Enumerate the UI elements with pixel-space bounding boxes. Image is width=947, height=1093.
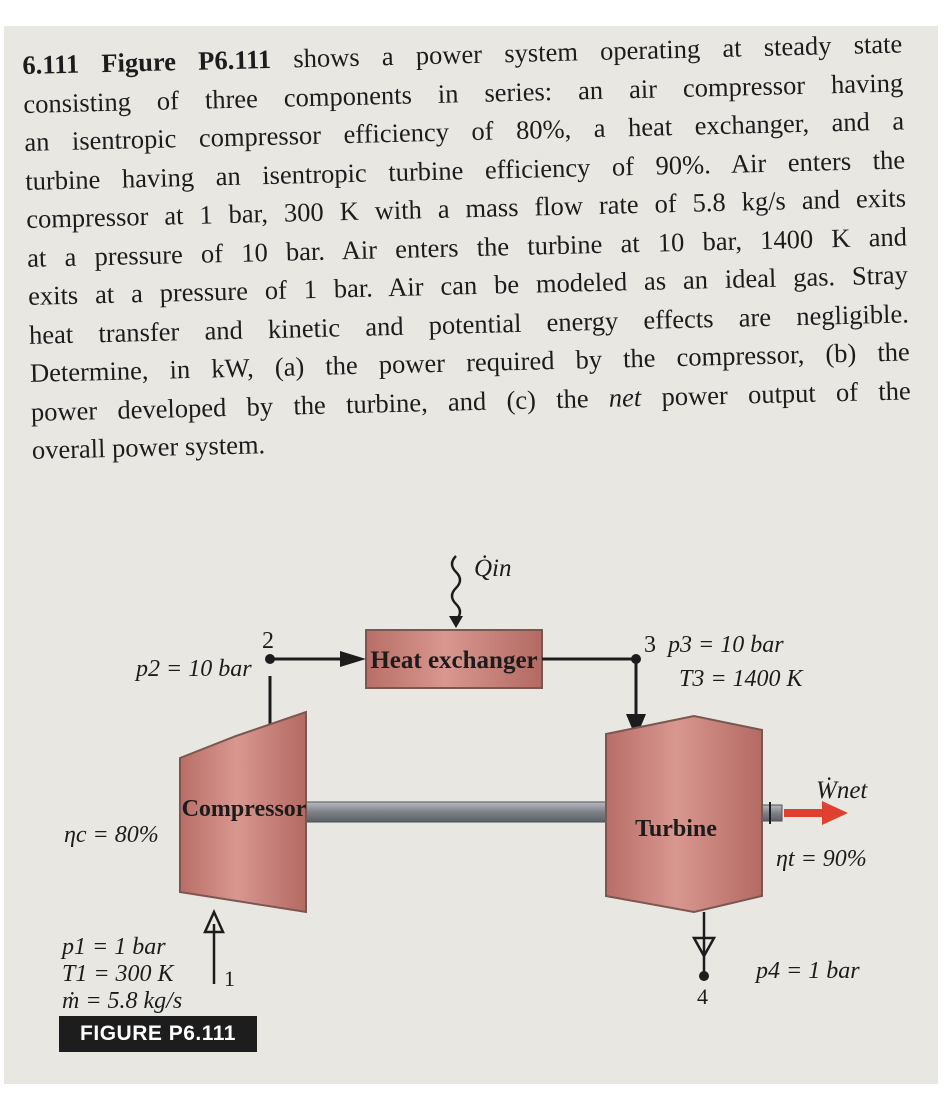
state-3-dot [631, 654, 641, 664]
state-2-dot [265, 654, 275, 664]
heat-input-squiggle [450, 555, 462, 621]
textbook-page: 6.111 Figure P6.111 shows a power system… [4, 26, 938, 1084]
mass-flow-label: ṁ = 5.8 kg/s [62, 988, 182, 1014]
t1-label: T1 = 300 K [62, 961, 176, 987]
shaft [303, 801, 607, 823]
flow-arrow-into-compressor [203, 908, 225, 934]
p1-label: p1 = 1 bar [60, 934, 166, 960]
heat-exchanger-label: Heat exchanger [370, 647, 537, 674]
w-net-arrow-shaft [784, 809, 826, 817]
heat-input-arrowhead [449, 616, 463, 628]
p3-label: p3 = 10 bar [666, 632, 784, 658]
compressor [179, 710, 307, 914]
state-4-number: 4 [697, 984, 708, 1009]
p2-label: p2 = 10 bar [134, 656, 252, 682]
eta-c-label: ηc = 80% [64, 822, 159, 848]
heat-exchanger-box [365, 629, 543, 689]
compressor-label: Compressor [182, 796, 307, 822]
power-system-diagram: Q̇in Heat exchanger 2 p2 = 10 bar 3 p3 =… [60, 555, 868, 1014]
w-net-arrowhead [822, 801, 848, 825]
eta-t-label: ηt = 90% [776, 846, 867, 872]
w-net-label: Ẇnet [816, 776, 868, 804]
state-3-number: 3 [644, 632, 656, 658]
state-4-dot [699, 971, 709, 981]
p4-label: p4 = 1 bar [754, 958, 860, 984]
flow-arrow-into-hx [340, 651, 366, 667]
state-2-number: 2 [262, 628, 274, 654]
figure-caption: FIGURE P6.111 [59, 1016, 257, 1052]
state-1-number: 1 [224, 966, 235, 991]
turbine-label: Turbine [635, 816, 717, 842]
flow-arrow-into-turbine [626, 714, 646, 738]
t3-label: T3 = 1400 K [679, 666, 805, 692]
turbine [605, 714, 763, 914]
flow-arrow-out-turbine [691, 936, 717, 959]
q-in-label: Q̇in [474, 555, 512, 582]
